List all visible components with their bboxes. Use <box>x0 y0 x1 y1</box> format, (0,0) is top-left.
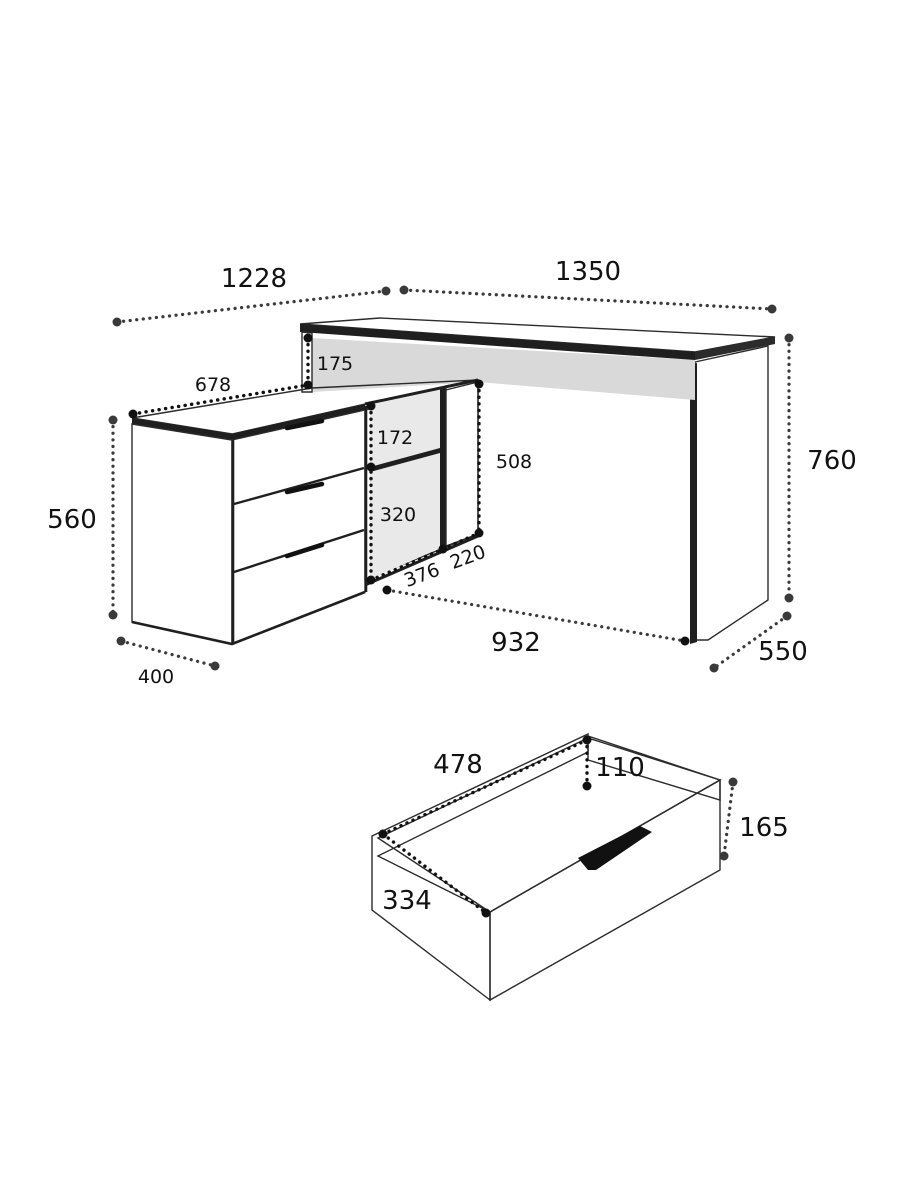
shelf-board <box>370 448 440 472</box>
shelf-top-edge <box>364 378 479 406</box>
desk-under-panel <box>312 338 695 400</box>
drawer-seam-1 <box>233 466 365 506</box>
label-shelf-top-gap: 175 <box>317 353 353 375</box>
drawer-handle <box>578 826 652 870</box>
desk-illustration <box>131 317 776 646</box>
label-desk-height: 760 <box>807 446 857 476</box>
label-drawer-inner-height: 110 <box>595 753 645 783</box>
label-drawer-front-height: 165 <box>739 813 789 843</box>
shelf-inner-side <box>370 388 440 580</box>
drawer-dimension-labels: 478 110 165 334 <box>382 750 789 916</box>
desk-right-leg-edge <box>690 363 697 644</box>
desk-dimension-lines <box>108 285 794 673</box>
cabinet-bottom-edge <box>131 590 366 646</box>
label-shelf-lower: 320 <box>380 504 416 526</box>
label-cabinet-height: 560 <box>47 505 97 535</box>
drawer-handle-2 <box>284 481 325 495</box>
label-drawer-length: 478 <box>433 750 483 780</box>
drawer-dimension-lines <box>378 735 738 918</box>
label-desk-base-length: 932 <box>491 628 541 658</box>
shelf-partition <box>440 386 446 548</box>
cabinet-front <box>231 409 366 646</box>
label-drawer-width: 334 <box>382 886 432 916</box>
cabinet-top-edge <box>132 404 365 440</box>
label-desk-depth: 550 <box>758 637 808 667</box>
label-desk-top-length: 1350 <box>555 257 621 287</box>
cabinet-side <box>131 423 233 645</box>
desk-left-support <box>301 331 313 393</box>
drawer-front-panel <box>489 778 721 1002</box>
label-desk-left-length: 1228 <box>221 264 287 294</box>
desk-dimension-labels: 1228 1350 175 678 560 172 508 320 376 22… <box>47 257 857 688</box>
label-shelf-total-height: 508 <box>496 451 532 473</box>
desk-top-edge <box>300 324 695 360</box>
desk-top-side-edge <box>695 337 775 360</box>
shelf-bottom-edge <box>364 534 479 587</box>
label-cabinet-depth-top: 678 <box>195 374 231 396</box>
drawer-handle-3 <box>284 542 325 559</box>
desk-right-leg <box>694 345 769 641</box>
label-shelf-upper: 172 <box>377 427 413 449</box>
label-cabinet-width: 400 <box>138 666 174 688</box>
drawer-handle-1 <box>284 418 325 431</box>
shelf-right-side <box>445 379 479 548</box>
